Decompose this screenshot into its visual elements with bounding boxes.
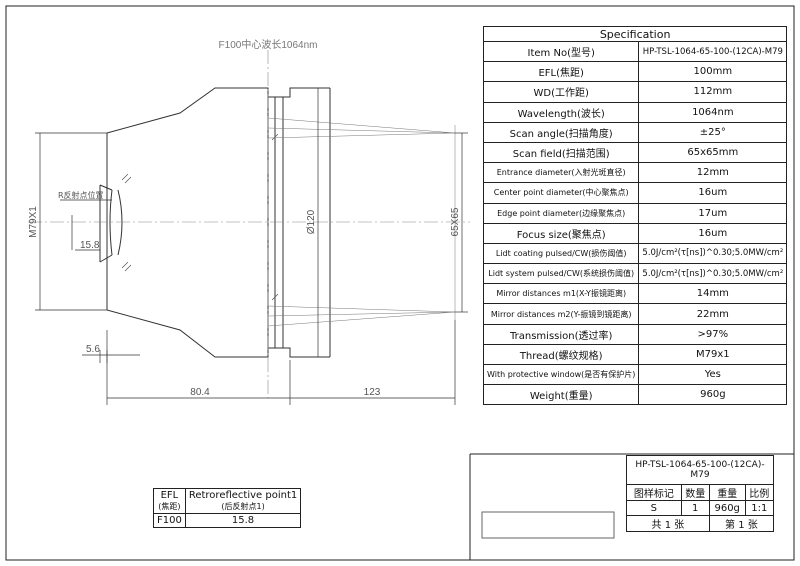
dim-65x65: 65X65 (450, 207, 461, 236)
total-sheets: 共 1 张 (626, 515, 710, 532)
spec-header: Specification (482, 26, 788, 42)
sheet-number: 第 1 张 (708, 515, 775, 532)
retro-header: Retroreflective point1(后反射点1) (184, 488, 302, 514)
spec-value: Yes (638, 363, 788, 386)
spec-key: Lidt system pulsed/CW(系统损伤阈值) (482, 263, 640, 285)
spec-row: EFL(焦距)100mm (482, 61, 788, 83)
spec-key: Scan field(扫描范围) (482, 141, 640, 164)
dim-5-6: 5.6 (86, 344, 100, 355)
weight-value: 960g (708, 500, 746, 516)
spec-row: Scan field(扫描范围)65x65mm (482, 141, 788, 164)
dim-80-4: 80.4 (190, 387, 210, 398)
spec-value: 12mm (638, 162, 788, 184)
spec-row: With protective window(是否有保护片)Yes (482, 363, 788, 386)
efl-h1: EFL (160, 490, 179, 501)
efl-value: F100 (153, 513, 186, 528)
spec-key: Edge point diameter(边缘聚焦点) (482, 202, 640, 224)
spec-key: With protective window(是否有保护片) (482, 363, 640, 386)
spec-value: 22mm (638, 303, 788, 325)
spec-key: Transmission(透过率) (482, 323, 640, 345)
spec-key: Mirror distances m1(X-Y振镜距离) (482, 283, 640, 305)
specification-table: Specification Item No(型号)HP-TSL-1064-65-… (482, 26, 788, 406)
h-scale: 比例 (744, 484, 775, 501)
spec-value: 960g (638, 384, 788, 406)
logo-box (481, 511, 615, 539)
spec-row: Mirror distances m2(Y-振镜到镜距离)22mm (482, 303, 788, 325)
spec-key: Mirror distances m2(Y-振镜到镜距离) (482, 303, 640, 325)
spec-key: Weight(重量) (482, 384, 640, 406)
spec-value: M79x1 (638, 343, 788, 366)
spec-row: Lidt system pulsed/CW(系统损伤阈值)5.0J/cm²(τ[… (482, 263, 788, 285)
spec-row: Lidt coating pulsed/CW(损伤阈值)5.0J/cm²(τ[n… (482, 242, 788, 265)
r-point-label: R反射点位置 (58, 190, 104, 200)
spec-row: Entrance diameter(入射光斑直径)12mm (482, 162, 788, 184)
h-weight: 重量 (708, 484, 746, 501)
spec-value: 16um (638, 182, 788, 204)
spec-key: Scan angle(扫描角度) (482, 121, 640, 143)
spec-key: Wavelength(波长) (482, 101, 640, 123)
spec-value: 112mm (638, 81, 788, 103)
spec-rows: Item No(型号)HP-TSL-1064-65-100-(12CA)-M79… (482, 40, 788, 406)
dim-123: 123 (364, 387, 381, 398)
dim-m79: M79X1 (28, 206, 39, 238)
ray-lines (267, 117, 456, 327)
spec-row: Focus size(聚焦点)16um (482, 222, 788, 244)
title-block: HP-TSL-1064-65-100-(12CA)-M79 图样标记 数量 重量… (626, 455, 775, 532)
spec-row: Mirror distances m1(X-Y振镜距离)14mm (482, 283, 788, 305)
lens-body (99, 87, 331, 358)
drawing-title: F100中心波长1064nm (219, 38, 318, 51)
spec-value: 100mm (638, 61, 788, 83)
scale-value: 1:1 (744, 500, 775, 516)
spec-key: Item No(型号) (482, 40, 640, 63)
efl-table: EFL(焦距) Retroreflective point1(后反射点1) F1… (153, 488, 302, 528)
efl-header: EFL(焦距) (153, 488, 186, 514)
spec-value: 1064nm (638, 101, 788, 123)
spec-key: EFL(焦距) (482, 61, 640, 83)
h-qty: 数量 (680, 484, 710, 501)
spec-value: 16um (638, 222, 788, 244)
spec-key: Thread(螺纹规格) (482, 343, 640, 366)
part-number: HP-TSL-1064-65-100-(12CA)-M79 (626, 455, 774, 485)
retro-value: 15.8 (184, 513, 302, 528)
spec-key: Focus size(聚焦点) (482, 222, 640, 244)
sheet-border (5, 5, 795, 561)
qty-value: 1 (680, 500, 710, 516)
spec-row: WD(工作距)112mm (482, 81, 788, 103)
spec-row: Center point diameter(中心聚焦点)16um (482, 182, 788, 204)
spec-key: Lidt coating pulsed/CW(损伤阈值) (482, 242, 640, 265)
spec-row: Transmission(透过率)>97% (482, 323, 788, 345)
spec-row: Weight(重量)960g (482, 384, 788, 406)
efl-h2sub: (后反射点1) (221, 502, 265, 511)
spec-row: Edge point diameter(边缘聚焦点)17um (482, 202, 788, 224)
hatch-marks (121, 133, 279, 301)
spec-value: 17um (638, 202, 788, 224)
h-mark: 图样标记 (626, 484, 682, 501)
spec-value: >97% (638, 323, 788, 345)
dimension-lines (35, 88, 468, 405)
spec-value: 5.0J/cm²(τ[ns])^0.30;5.0MW/cm² (638, 242, 788, 265)
dim-15-8: 15.8 (80, 240, 100, 251)
spec-value: HP-TSL-1064-65-100-(12CA)-M79 (638, 40, 788, 63)
spec-row: Thread(螺纹规格)M79x1 (482, 343, 788, 366)
spec-row: Wavelength(波长)1064nm (482, 101, 788, 123)
spec-value: ±25° (638, 121, 788, 143)
spec-key: Center point diameter(中心聚焦点) (482, 182, 640, 204)
spec-value: 14mm (638, 283, 788, 305)
mark-value: S (626, 500, 682, 516)
spec-key: Entrance diameter(入射光斑直径) (482, 162, 640, 184)
efl-h1sub: (焦距) (158, 502, 181, 511)
spec-value: 65x65mm (638, 141, 788, 164)
spec-row: Scan angle(扫描角度)±25° (482, 121, 788, 143)
spec-row: Item No(型号)HP-TSL-1064-65-100-(12CA)-M79 (482, 40, 788, 63)
spec-value: 5.0J/cm²(τ[ns])^0.30;5.0MW/cm² (638, 263, 788, 285)
efl-h2: Retroreflective point1 (188, 490, 298, 501)
dim-dia-120: Ø120 (306, 209, 317, 234)
spec-key: WD(工作距) (482, 81, 640, 103)
